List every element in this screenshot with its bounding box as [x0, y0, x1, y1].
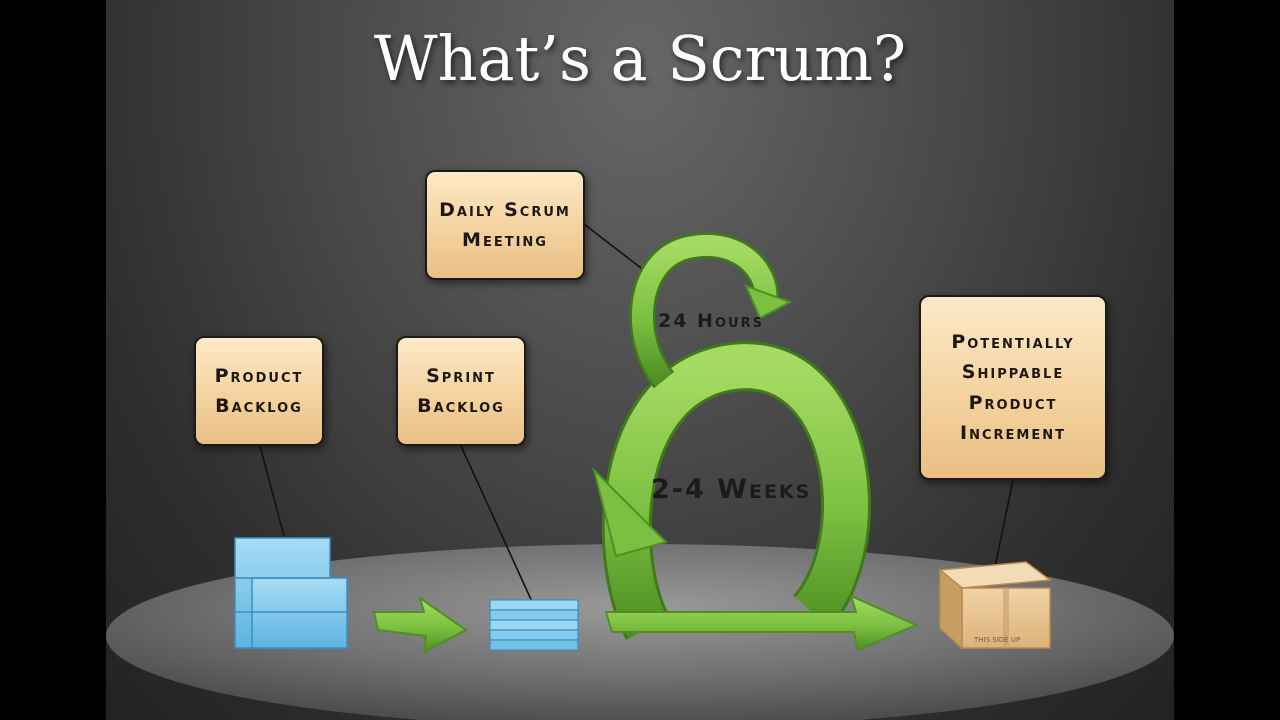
daily-scrum-text: Daily Scrum Meeting — [439, 198, 571, 251]
product-backlog-blocks — [234, 537, 348, 649]
large-loop-arrow — [592, 341, 871, 640]
scrum-slide: THIS SIDE UP What’s a Scrum? Daily Scrum… — [106, 0, 1174, 720]
product-backlog-text: Product Backlog — [214, 364, 304, 417]
box-side-text: THIS SIDE UP — [973, 636, 1020, 644]
daily-scrum-label: Daily Scrum Meeting — [425, 170, 585, 280]
sprint-backlog-label: Sprint Backlog — [396, 336, 526, 446]
large-loop-label: 2-4 Weeks — [651, 474, 812, 505]
increment-label: Potentially Shippable Product Increment — [919, 295, 1107, 480]
product-increment-box — [938, 561, 1053, 650]
product-backlog-label: Product Backlog — [194, 336, 324, 446]
increment-text: Potentially Shippable Product Increment — [951, 330, 1075, 444]
scrum-diagram-art: THIS SIDE UP — [106, 223, 1174, 720]
sprint-backlog-text: Sprint Backlog — [417, 364, 505, 417]
backlog-transfer-arrow — [372, 595, 468, 654]
small-loop-arrow — [629, 232, 793, 389]
slide-title: What’s a Scrum? — [373, 22, 907, 95]
small-loop-label: 24 Hours — [658, 310, 764, 332]
sprint-backlog-stack — [489, 599, 579, 651]
output-arrow — [604, 594, 919, 652]
